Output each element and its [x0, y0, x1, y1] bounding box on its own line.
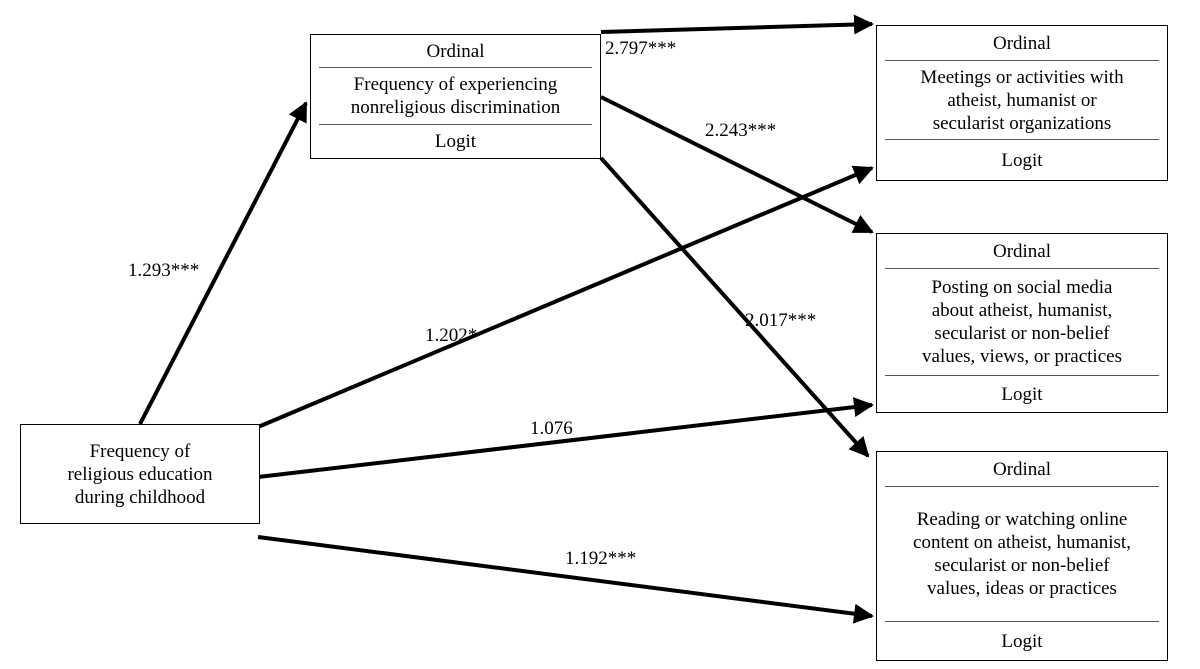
- label-line: during childhood: [74, 486, 206, 508]
- method-label: Logit: [434, 131, 477, 152]
- label-line: values, views, or practices: [922, 346, 1122, 367]
- divider: [885, 375, 1159, 376]
- coefficient-source-reading: 1.192***: [565, 548, 637, 569]
- type-label: Ordinal: [992, 32, 1052, 54]
- divider: [885, 139, 1159, 140]
- coefficient-discrimination-reading: 2.017***: [745, 310, 817, 331]
- node-meetings-activities: Ordinal Meetings or activities with athe…: [876, 25, 1168, 181]
- label-line: values, ideas or practices: [927, 578, 1117, 599]
- method-label: Logit: [1001, 149, 1043, 171]
- node-religious-education: Frequency of religious education during …: [20, 424, 260, 524]
- edge-source-posting-arrow: [257, 397, 874, 479]
- edge-source-meetings-arrow: [257, 165, 874, 429]
- method-label: Logit: [1001, 630, 1043, 652]
- edge-discrimination-reading-arrow: [599, 156, 870, 458]
- node-label: Frequency of religious education during …: [21, 425, 259, 523]
- edge-discrimination-meetings-arrow: [600, 14, 874, 35]
- label-line: Posting on social media: [931, 277, 1113, 298]
- label-line: nonreligious discrimination: [350, 97, 561, 118]
- coefficient-source-posting: 1.076: [530, 418, 573, 439]
- node-social-media-posting: Ordinal Posting on social media about at…: [876, 233, 1168, 413]
- label-line: content on atheist, humanist,: [913, 532, 1131, 553]
- type-label: Ordinal: [992, 458, 1052, 480]
- node-label: Frequency of experiencing nonreligious d…: [311, 68, 600, 124]
- label-line: Frequency of experiencing: [353, 74, 558, 95]
- node-label: Posting on social media about atheist, h…: [877, 269, 1167, 375]
- coefficient-discrimination-posting: 2.243***: [705, 120, 777, 141]
- edge-discrimination-posting-arrow: [600, 95, 874, 234]
- node-online-content-reading: Ordinal Reading or watching online conte…: [876, 451, 1168, 661]
- label-line: Meetings or activities with: [920, 66, 1124, 88]
- divider: [319, 67, 592, 68]
- coefficient-source-discrimination: 1.293***: [128, 260, 200, 281]
- node-label: Reading or watching online content on at…: [877, 487, 1167, 621]
- divider: [885, 486, 1159, 487]
- method-label: Logit: [1001, 383, 1043, 405]
- label-line: about atheist, humanist,: [931, 300, 1113, 321]
- label-line: religious education: [67, 463, 213, 485]
- edge-source-discrimination-arrow: [138, 101, 308, 425]
- edge-source-reading-arrow: [257, 535, 874, 624]
- coefficient-source-meetings: 1.202*: [425, 325, 478, 346]
- label-line: Reading or watching online: [916, 509, 1128, 530]
- coefficient-discrimination-meetings: 2.797***: [605, 38, 677, 59]
- label-line: secularist organizations: [932, 112, 1112, 134]
- divider: [885, 60, 1159, 61]
- type-label: Ordinal: [992, 240, 1052, 262]
- divider: [885, 621, 1159, 622]
- divider: [885, 268, 1159, 269]
- node-label: Meetings or activities with atheist, hum…: [877, 61, 1167, 139]
- divider: [319, 124, 592, 125]
- type-label: Ordinal: [426, 40, 485, 62]
- label-line: secularist or non-belief: [934, 323, 1110, 344]
- label-line: Frequency of: [89, 440, 191, 462]
- label-line: secularist or non-belief: [934, 555, 1110, 576]
- label-line: atheist, humanist or: [947, 89, 1097, 111]
- node-nonreligious-discrimination: Ordinal Frequency of experiencing nonrel…: [310, 34, 601, 159]
